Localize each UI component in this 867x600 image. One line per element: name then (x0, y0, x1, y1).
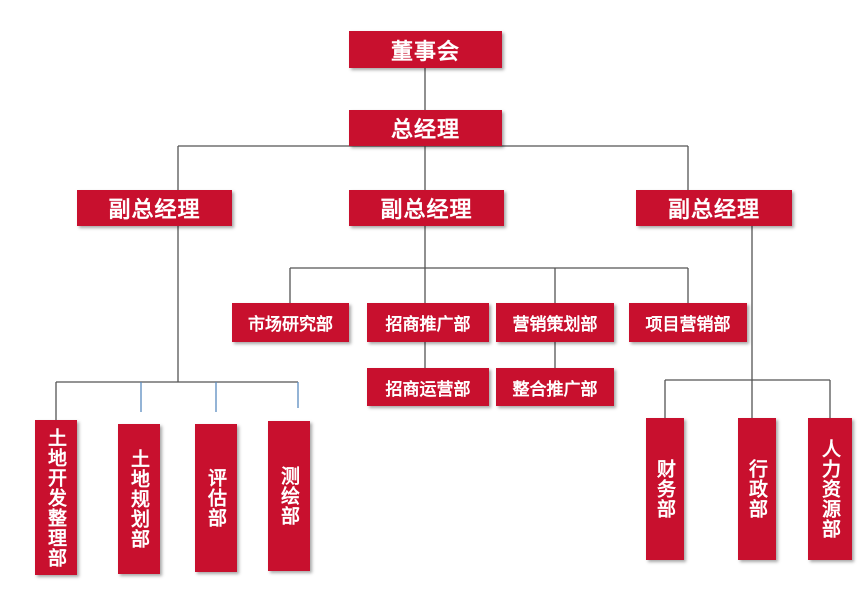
vice-gm-center-label: 副总经理 (380, 198, 473, 223)
investment-operation-label: 招商运营部 (385, 379, 471, 400)
project-marketing-label: 项目营销部 (645, 315, 731, 335)
administration-label: 行政部 (746, 459, 768, 519)
general-manager-label: 总经理 (390, 118, 460, 143)
land-development-label: 土地开发整理部 (45, 427, 67, 568)
surveying-label: 测绘部 (278, 466, 300, 526)
surveying-dept: 测绘部 (268, 421, 310, 571)
vice-gm-left-label: 副总经理 (108, 198, 201, 223)
investment-promotion-label: 招商推广部 (385, 315, 471, 335)
marketing-planning-label: 营销策划部 (512, 315, 598, 335)
evaluation-dept: 评估部 (195, 424, 237, 572)
human-resources-dept: 人力资源部 (808, 418, 852, 560)
investment-promotion-dept: 招商推广部 (367, 303, 489, 342)
market-research-dept: 市场研究部 (232, 303, 349, 342)
vice-gm-center-box: 副总经理 (349, 190, 504, 226)
investment-operation-dept: 招商运营部 (367, 368, 489, 406)
vice-gm-right-box: 副总经理 (636, 190, 792, 226)
board-label: 董事会 (390, 39, 460, 65)
land-planning-label: 土地规划部 (128, 449, 150, 549)
land-planning-dept: 土地规划部 (118, 424, 160, 574)
human-resources-label: 人力资源部 (819, 439, 841, 539)
evaluation-label: 评估部 (205, 468, 227, 528)
vice-gm-right-label: 副总经理 (667, 198, 760, 223)
board-box: 董事会 (349, 31, 502, 68)
integrated-promotion-dept: 整合推广部 (496, 368, 614, 406)
finance-dept: 财务部 (646, 418, 684, 560)
vice-gm-left-box: 副总经理 (77, 190, 232, 226)
project-marketing-dept: 项目营销部 (629, 303, 747, 342)
land-development-dept: 土地开发整理部 (35, 420, 77, 575)
general-manager-box: 总经理 (349, 110, 502, 146)
administration-dept: 行政部 (738, 418, 776, 560)
market-research-label: 市场研究部 (248, 315, 333, 335)
finance-label: 财务部 (654, 459, 676, 519)
integrated-promotion-label: 整合推广部 (512, 379, 598, 400)
marketing-planning-dept: 营销策划部 (496, 303, 614, 342)
